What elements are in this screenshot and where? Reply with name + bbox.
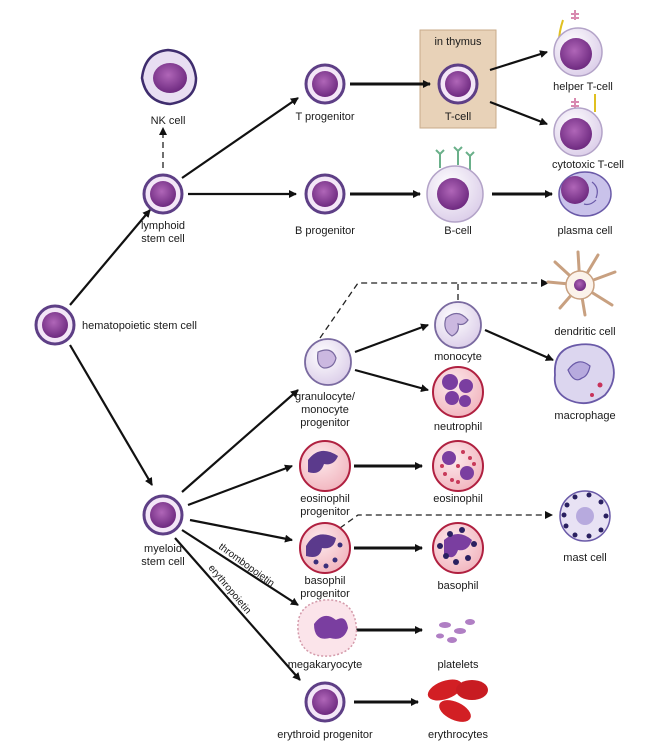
- label-plasma: plasma cell: [557, 225, 612, 237]
- arrow-gm-neutrophil: [354, 368, 429, 393]
- arrow-hsc-myeloid: [69, 344, 153, 486]
- dendritic-cell: [546, 250, 617, 317]
- label-nk: NK cell: [151, 115, 186, 127]
- label-gm-3: progenitor: [300, 417, 350, 429]
- label-dendritic: dendritic cell: [554, 326, 615, 338]
- arrow-myeloid-erythroid: [174, 537, 301, 681]
- label-lymphoid-2: stem cell: [141, 233, 184, 245]
- label-monocyte: monocyte: [434, 351, 482, 363]
- label-erythrocytes: erythrocytes: [428, 729, 488, 741]
- arrow-monocyte-macrophage: [484, 328, 554, 362]
- arrow-tcell-helper: [489, 50, 548, 72]
- t-progenitor-cell: [304, 63, 346, 105]
- label-hsc: hematopoietic stem cell: [82, 320, 197, 332]
- label-baso-prog-2: progenitor: [300, 588, 350, 600]
- dashed-gm-dendritic: [319, 279, 549, 339]
- label-baso-prog-1: basophil: [305, 575, 346, 587]
- eosinophil-progenitor-cell: [299, 440, 351, 492]
- b-cell: [426, 146, 484, 223]
- cytotoxic-t-cell: [553, 94, 603, 157]
- label-gm-2: monocyte: [301, 404, 349, 416]
- label-t-progenitor: T progenitor: [295, 111, 354, 123]
- macrophage-cell: [553, 343, 615, 405]
- megakaryocyte-cell: [297, 599, 358, 657]
- monocyte-cell: [434, 301, 482, 349]
- t-cell: [437, 63, 479, 105]
- label-in-thymus: in thymus: [434, 36, 482, 48]
- label-myeloid-1: myeloid: [144, 543, 182, 555]
- label-eos-prog-2: progenitor: [300, 506, 350, 518]
- arrow-myeloid-baso: [189, 518, 293, 543]
- eosinophil-cell: [432, 440, 484, 492]
- arrow-hsc-lymphoid: [69, 209, 151, 306]
- arrow-myeloid-eos: [187, 464, 293, 507]
- nk-cell: [140, 48, 198, 106]
- label-helper-t: helper T-cell: [553, 81, 613, 93]
- helper-t-cell: [553, 10, 603, 77]
- dashed-baso-mast: [339, 511, 553, 529]
- gm-progenitor-cell: [304, 338, 352, 386]
- dashed-arrows: [159, 127, 553, 529]
- lymphoid-stem-cell: [142, 173, 184, 215]
- erythrocytes: [427, 679, 488, 722]
- label-cytotoxic-t: cytotoxic T-cell: [552, 159, 624, 171]
- label-b-progenitor: B progenitor: [295, 225, 355, 237]
- arrow-tcell-cytotoxic: [489, 100, 548, 126]
- label-basophil: basophil: [438, 580, 479, 592]
- label-mast: mast cell: [563, 552, 606, 564]
- plasma-cell: [558, 171, 612, 217]
- label-b-cell: B-cell: [444, 225, 472, 237]
- b-progenitor-cell: [304, 173, 346, 215]
- neutrophil-cell: [432, 366, 484, 418]
- label-lymphoid-1: lymphoid: [141, 220, 185, 232]
- label-eos-prog-1: eosinophil: [300, 493, 350, 505]
- label-gm-1: granulocyte/: [295, 391, 356, 403]
- label-megakaryocyte: megakaryocyte: [288, 659, 363, 671]
- arrow-myeloid-mega: [181, 529, 299, 606]
- label-myeloid-2: stem cell: [141, 556, 184, 568]
- arrow-myeloid-gm: [181, 389, 299, 493]
- label-eosinophil: eosinophil: [433, 493, 483, 505]
- platelets: [436, 619, 475, 643]
- label-erythroid-progenitor: erythroid progenitor: [277, 729, 373, 741]
- label-macrophage: macrophage: [554, 410, 615, 422]
- basophil-cell: [432, 522, 484, 574]
- arrow-gm-monocyte: [354, 323, 429, 354]
- arrow-lymphoid-tprog: [181, 97, 299, 179]
- basophil-progenitor-cell: [299, 522, 351, 574]
- hsc-cell: [34, 304, 76, 346]
- label-t-cell: T-cell: [445, 111, 471, 123]
- erythroid-progenitor-cell: [304, 681, 346, 723]
- label-neutrophil: neutrophil: [434, 421, 482, 433]
- arrows: [69, 50, 554, 706]
- myeloid-stem-cell: [142, 494, 184, 536]
- label-platelets: platelets: [438, 659, 479, 671]
- mast-cell: [559, 490, 611, 542]
